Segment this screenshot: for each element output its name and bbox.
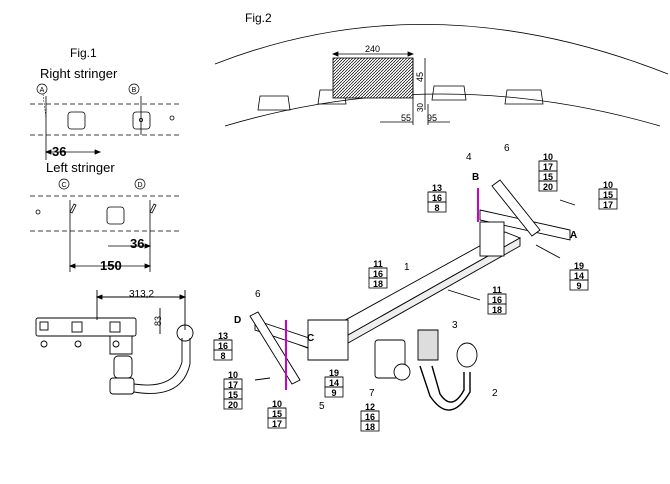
part-6-left: 6: [255, 289, 261, 300]
part-number: 15: [272, 409, 282, 419]
exploded-assembly-drawing: [249, 179, 576, 411]
part-number-box: [360, 420, 380, 432]
part-number: 20: [543, 182, 553, 192]
fig2-title: Fig.2: [245, 11, 272, 25]
part-number-box: [538, 180, 558, 192]
part-number: 18: [492, 305, 502, 315]
part-number-box: [569, 279, 589, 291]
part-number: 20: [228, 400, 238, 410]
part-number-box: [267, 417, 287, 429]
label-d: D: [234, 315, 241, 326]
part-number: 18: [373, 279, 383, 289]
part-number: 18: [365, 422, 375, 432]
dim-45: 45: [415, 72, 425, 82]
part-number: 10: [228, 370, 238, 380]
part-number-box: [324, 386, 344, 398]
right-stringer-drawing: [30, 96, 182, 160]
dim-95: 95: [427, 113, 437, 123]
part-3: 3: [452, 320, 458, 331]
part-number: 14: [574, 271, 584, 281]
part-number: 9: [331, 388, 336, 398]
dim-313-2: 313,2: [129, 289, 154, 300]
label-b: B: [472, 172, 479, 183]
part-number-box: [223, 398, 243, 410]
dim-83: 83: [153, 316, 163, 326]
part-number-box: [487, 303, 507, 315]
part-number: 15: [228, 390, 238, 400]
part-number-box: [213, 349, 233, 361]
part-number: 9: [576, 281, 581, 291]
side-view-drawing: [35, 290, 194, 395]
part-6-right: 6: [504, 143, 510, 154]
marker-c: C: [61, 182, 66, 189]
left-stringer-label: Left stringer: [46, 160, 115, 175]
part-number: 16: [432, 193, 442, 203]
marker-b: B: [132, 87, 137, 94]
part-number: 17: [228, 380, 238, 390]
dim-36-top: 36: [52, 144, 66, 159]
part-number: 19: [574, 261, 584, 271]
fig1-title: Fig.1: [70, 46, 97, 60]
part-number-box: [598, 198, 618, 210]
part-number: 19: [329, 368, 339, 378]
part-5: 5: [319, 401, 325, 412]
label-a: A: [570, 230, 577, 241]
part-number: 10: [603, 180, 613, 190]
label-c: C: [307, 333, 314, 344]
part-number: 16: [365, 412, 375, 422]
part-number-box: [427, 201, 447, 213]
part-number: 16: [373, 269, 383, 279]
part-number: 11: [492, 285, 502, 295]
part-number: 8: [434, 203, 439, 213]
part-number: 12: [365, 402, 375, 412]
part-1: 1: [404, 262, 410, 273]
left-stringer-drawing: [30, 195, 182, 272]
part-number: 16: [492, 295, 502, 305]
part-number: 15: [603, 190, 613, 200]
dim-240: 240: [365, 44, 380, 54]
marker-a: A: [40, 87, 45, 94]
part-number: 10: [272, 399, 282, 409]
part-number-box: [368, 277, 388, 289]
dim-30: 30: [416, 103, 425, 112]
part-number: 11: [373, 259, 383, 269]
part-number: 13: [218, 331, 228, 341]
bumper-section-drawing: [214, 24, 669, 127]
dim-150: 150: [100, 258, 122, 273]
dim-36-bottom: 36: [130, 236, 144, 251]
part-number: 16: [218, 341, 228, 351]
part-number: 10: [543, 152, 553, 162]
part-number: 13: [432, 183, 442, 193]
right-stringer-label: Right stringer: [40, 66, 118, 81]
part-number: 17: [603, 200, 613, 210]
part-7: 7: [369, 388, 375, 399]
part-number: 17: [543, 162, 553, 172]
part-2: 2: [492, 388, 498, 399]
dim-55: 55: [401, 113, 411, 123]
part-4: 4: [466, 152, 472, 163]
part-number: 8: [220, 351, 225, 361]
part-number: 14: [329, 378, 339, 388]
part-number: 17: [272, 419, 282, 429]
part-number: 15: [543, 172, 553, 182]
marker-d: D: [137, 182, 142, 189]
